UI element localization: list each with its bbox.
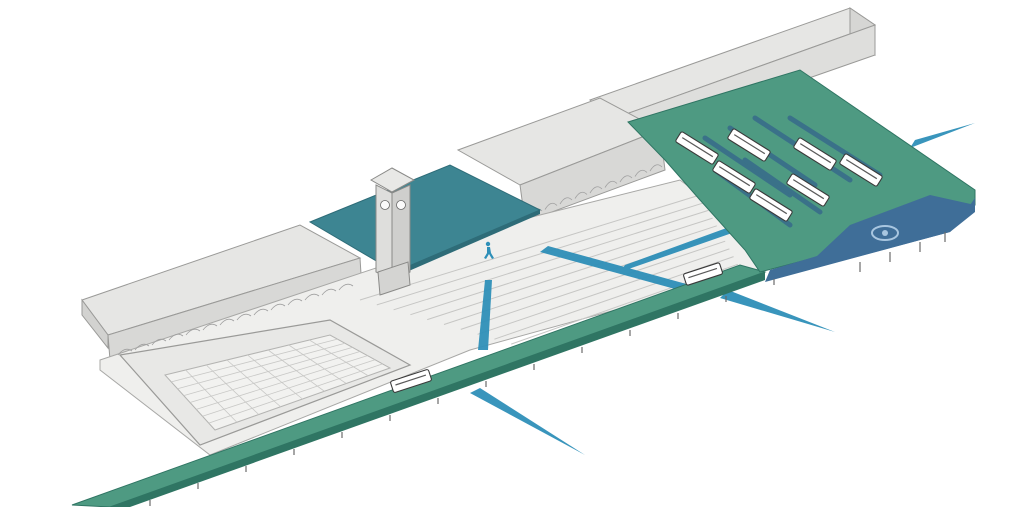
building-left-end	[81, 298, 109, 350]
arch	[202, 323, 218, 331]
pedestrian-flows	[470, 123, 975, 455]
arch	[287, 298, 303, 306]
bus-windows	[688, 267, 718, 279]
bus-icon	[727, 128, 771, 162]
flow-arrow	[540, 246, 690, 292]
bus-icon	[749, 188, 793, 222]
clock-face-icon	[396, 200, 406, 210]
arch	[634, 169, 648, 177]
bus-icon	[793, 137, 837, 171]
courtyard-grid	[171, 338, 383, 424]
courtyard-grid-line	[196, 355, 368, 410]
bus-windows	[755, 194, 788, 215]
courtyard-grid-line	[288, 344, 347, 384]
bus-body	[683, 262, 723, 286]
clock-tower-base	[377, 261, 411, 296]
plaza-line	[376, 202, 705, 306]
flow-arrow	[470, 388, 585, 455]
pedestrian-icon	[484, 241, 494, 259]
bus-windows	[799, 143, 832, 164]
arch	[604, 180, 618, 188]
colonnade-arches	[117, 164, 663, 356]
courtyard-grid-line	[208, 363, 383, 424]
back-building	[81, 7, 877, 361]
deck-ramp-edge	[110, 272, 765, 507]
flow-arrow	[620, 226, 735, 272]
bus-windows	[792, 179, 825, 200]
arch	[236, 313, 252, 321]
plaza-line	[460, 240, 726, 330]
courtyard-grid-line	[267, 349, 325, 392]
arch	[304, 293, 320, 301]
bus-windows	[845, 159, 878, 180]
bus-bay	[702, 135, 793, 198]
arch	[574, 191, 588, 199]
arch	[151, 338, 167, 346]
bus-windows	[718, 166, 751, 187]
clock-tower-roof	[369, 167, 416, 193]
bus-windows	[733, 134, 766, 155]
clock-tower-side	[391, 184, 411, 281]
flow-arrow	[720, 290, 835, 332]
deck-columns	[149, 232, 946, 506]
flow-arrow	[478, 280, 492, 350]
arch	[321, 288, 337, 296]
elevated-bus-deck	[71, 69, 976, 507]
arch	[168, 333, 184, 341]
arch	[619, 175, 633, 183]
bus-icon	[839, 153, 883, 187]
bus-bay	[742, 157, 823, 215]
plaza-line	[477, 248, 730, 335]
bus-icon	[390, 369, 432, 393]
arch	[253, 308, 269, 316]
courtyard-grid-line	[189, 351, 361, 403]
plaza-line	[393, 209, 709, 311]
arch	[117, 348, 133, 356]
bus-icon	[683, 262, 723, 286]
plaza-line	[410, 217, 713, 316]
clock-tower-front	[375, 184, 393, 281]
arch	[134, 343, 150, 351]
arch	[589, 186, 603, 194]
bus-body	[390, 369, 432, 393]
arch	[219, 318, 235, 326]
bus-icon	[675, 131, 719, 165]
arch	[270, 303, 286, 311]
canopy-edge	[395, 210, 540, 277]
buses	[390, 128, 883, 393]
arch	[338, 283, 354, 291]
flow-arrow	[910, 123, 975, 148]
bus-icon	[786, 173, 830, 207]
courtyard-grid-line	[202, 359, 376, 417]
bus-windows	[681, 137, 714, 158]
arch	[185, 328, 201, 336]
clock-face-icon	[380, 200, 390, 210]
clock-tower	[369, 167, 416, 296]
plaza-line	[427, 225, 717, 321]
arch	[544, 202, 558, 210]
eye-logo-icon	[871, 225, 899, 241]
station-plaza	[99, 164, 761, 456]
bus-windows	[395, 374, 427, 386]
courtyard-grid-line	[309, 339, 369, 377]
arch	[559, 197, 573, 205]
bus-icon	[712, 160, 756, 194]
arch	[649, 164, 663, 172]
plaza-line	[359, 194, 701, 301]
